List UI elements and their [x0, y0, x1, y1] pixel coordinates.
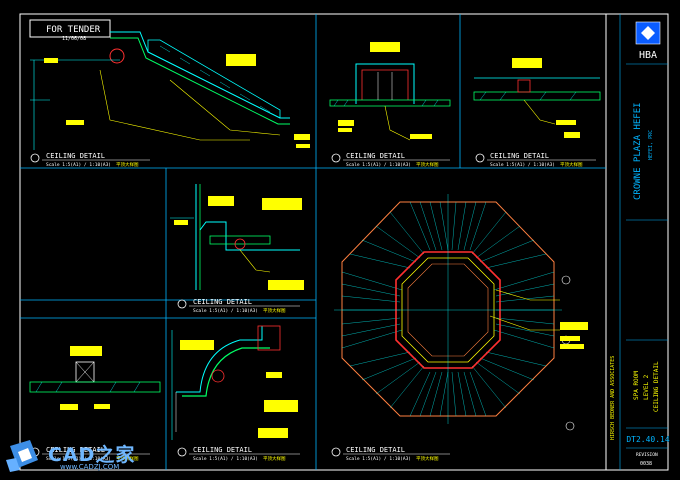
octagonal-ceiling-plan: [334, 194, 588, 431]
section-ceiling-trim: [473, 58, 601, 138]
detail-title-1: CEILING DETAIL Scale 1:5(A1) / 1:10(A3) …: [30, 152, 150, 168]
detail-title-7: CEILING DETAIL Scale 1:5(A1) / 1:10(A3) …: [331, 446, 450, 462]
firm-subtitle: HIRSCH BEDNER AND ASSOCIATES: [610, 356, 616, 440]
detail-title-3: CEILING DETAIL Scale 1:5(A1) / 1:10(A3) …: [475, 152, 596, 168]
cad-watermark-icon: [6, 440, 38, 472]
drawing-area: SPA ROOM: [633, 371, 640, 400]
watermark-url: www.CADZJ.COM: [60, 463, 120, 471]
project-location: HEFEI, PRC: [648, 130, 654, 160]
drawing-title: CEILING DETAIL: [653, 361, 660, 412]
revision-value: 0038: [640, 461, 652, 467]
detail-scale-chinese: 平顶大样图: [116, 455, 139, 462]
detail-title-text: CEILING DETAIL: [46, 446, 105, 454]
detail-scale-chinese: 平顶大样图: [416, 455, 439, 462]
detail-scale-text: Scale 1:5(A1) / 1:10(A3): [490, 162, 555, 168]
detail-scale-chinese: 平顶大样图: [263, 307, 286, 314]
detail-scale-text: Scale 1:5(A1) / 1:10(A3): [46, 162, 111, 168]
section-wall-ceiling: [170, 184, 304, 290]
tender-stamp: [29, 19, 111, 38]
project-name: CROWNE PLAZA HEFEI: [633, 102, 643, 200]
detail-title-2: CEILING DETAIL Scale 1:5(A1) / 1:10(A3) …: [331, 152, 450, 168]
detail-title-6: CEILING DETAIL Scale 1:5(A1) / 1:10(A3) …: [177, 446, 300, 462]
watermark-brand: CAD之家: [48, 444, 136, 466]
tender-label: FOR TENDER: [46, 25, 101, 35]
detail-title-text: CEILING DETAIL: [346, 446, 405, 454]
detail-title-text: CEILING DETAIL: [46, 152, 105, 160]
section-curved-cove: [171, 325, 298, 440]
section-staircase-ceiling: [30, 31, 310, 150]
detail-scale-chinese: 平顶大样图: [560, 161, 583, 168]
detail-scale-chinese: 平顶大样图: [116, 161, 139, 168]
detail-title-text: CEILING DETAIL: [193, 446, 252, 454]
drawing-number: DT2.40.14: [626, 435, 670, 444]
hba-logo-icon: [641, 26, 655, 40]
drawing-level: LEVEL 2: [643, 374, 650, 400]
detail-title-text: CEILING DETAIL: [193, 298, 252, 306]
revision-label: REVISION: [636, 452, 658, 458]
section-ceiling-beam: [29, 346, 161, 410]
title-block: HBA HIRSCH BEDNER AND ASSOCIATES CROWNE …: [610, 21, 670, 467]
detail-title-text: CEILING DETAIL: [346, 152, 405, 160]
detail-scale-text: Scale 1:5(A1) / 1:10(A3): [346, 456, 411, 462]
detail-scale-text: Scale 1:5(A1) / 1:10(A3): [346, 162, 411, 168]
detail-scale-text: Scale 1:5(A1) / 1:10(A3): [193, 456, 258, 462]
detail-scale-chinese: 平顶大样图: [263, 455, 286, 462]
detail-title-4: CEILING DETAIL Scale 1:5(A1) / 1:10(A3) …: [177, 298, 300, 314]
tender-date: 11/06/08: [62, 36, 86, 42]
firm-name: HBA: [639, 50, 657, 61]
detail-scale-chinese: 平顶大样图: [416, 161, 439, 168]
detail-title-text: CEILING DETAIL: [490, 152, 549, 160]
section-ceiling-niche: [329, 42, 451, 141]
sheet-border: [19, 13, 669, 471]
detail-scale-text: Scale 1:5(A1) / 1:10(A3): [46, 456, 111, 462]
detail-scale-text: Scale 1:5(A1) / 1:10(A3): [193, 308, 258, 314]
